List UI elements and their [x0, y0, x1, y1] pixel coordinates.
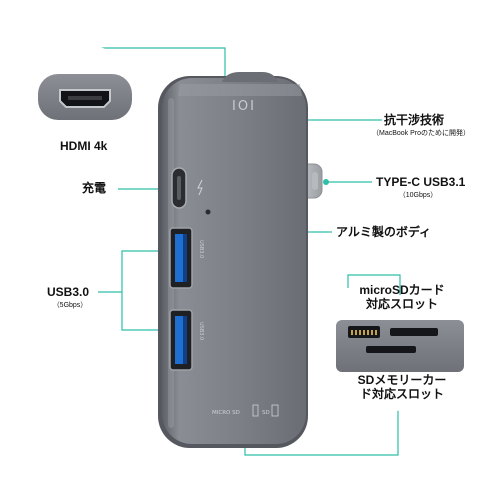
lightning-icon	[197, 179, 203, 196]
charge-label: 充電	[82, 181, 107, 195]
tech-sublabel: （MacBook Proのために開発）	[372, 130, 471, 137]
microsd-label-line1: microSDカード	[359, 283, 445, 297]
usb-port-2-label: USB3.0	[198, 322, 204, 340]
typec-label: TYPE-C USB3.1	[376, 175, 466, 189]
hdmi-notch	[222, 72, 278, 82]
hdmi-callout	[30, 45, 140, 155]
usb-port-2	[169, 309, 193, 371]
sd-slot-icon	[271, 404, 279, 417]
usb-port-1	[169, 227, 193, 289]
usb-sublabel: （5Gbps）	[52, 302, 88, 309]
usb-label: USB3.0	[47, 285, 90, 299]
status-led	[205, 209, 211, 215]
sd-label-line2: ド対応スロット	[359, 387, 444, 401]
aluminum-label: アルミ製のボディ	[336, 225, 432, 239]
microsd-slot-icon	[252, 404, 259, 417]
microsd-label-line2: 対応スロット	[365, 297, 438, 311]
microsd-slot-label: MICRO SD	[212, 410, 240, 416]
usb-bracket-line	[121, 250, 160, 331]
hdmi-label: HDMI 4k	[60, 139, 108, 153]
sd-label-line1: SDメモリーカー	[357, 373, 447, 387]
brand-logo: IOI	[232, 99, 256, 114]
sd-slot-label: SD	[262, 410, 270, 416]
tech-label: 抗干涉技術	[384, 113, 445, 127]
card-slot-callout	[336, 295, 464, 411]
typec-sublabel: （10Gbps）	[398, 192, 438, 199]
usb-c-charge-port	[171, 167, 187, 209]
usb-port-1-label: USB3.0	[198, 240, 204, 258]
